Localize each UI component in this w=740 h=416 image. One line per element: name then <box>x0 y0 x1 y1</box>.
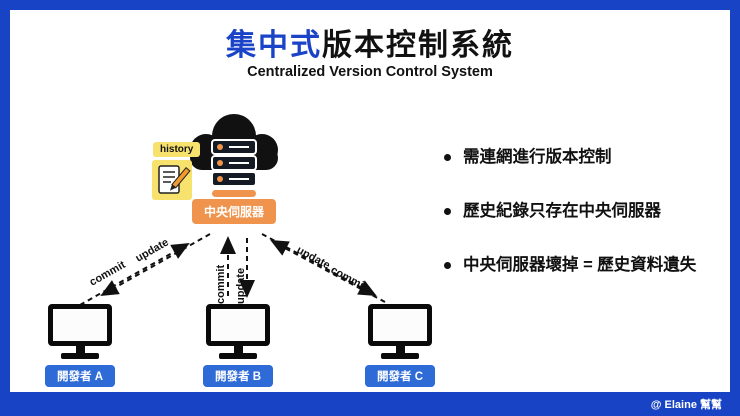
monitor-stand <box>75 346 85 353</box>
page-subtitle: Centralized Version Control System <box>247 64 493 80</box>
bullet-list: 需連網進行版本控制 歷史紀錄只存在中央伺服器 中央伺服器壞掉 = 歷史資料遺失 <box>444 146 724 308</box>
monitor-icon <box>368 304 432 346</box>
developer-b: 開發者 B <box>193 304 283 387</box>
bullet-item: 歷史紀錄只存在中央伺服器 <box>444 200 724 222</box>
developer-badge: 開發者 A <box>45 365 115 387</box>
developer-badge: 開發者 C <box>365 365 435 387</box>
monitor-stand <box>395 346 405 353</box>
title-rest: 版本控制系統 <box>322 29 514 62</box>
monitor-base <box>219 353 257 359</box>
history-note-icon <box>152 160 192 200</box>
bullet-item: 需連網進行版本控制 <box>444 146 724 168</box>
bullet-dot-icon <box>444 208 451 215</box>
monitor-icon <box>48 304 112 346</box>
server-badge: 中央伺服器 <box>191 199 277 224</box>
cloud-server-icon <box>190 114 278 197</box>
credit-text: @ Elaine 幫幫 <box>650 399 722 411</box>
bullet-text: 中央伺服器壞掉 = 歷史資料遺失 <box>463 256 697 274</box>
bullet-item: 中央伺服器壞掉 = 歷史資料遺失 <box>444 254 724 276</box>
bullet-text: 歷史紀錄只存在中央伺服器 <box>463 202 661 220</box>
page-title: 集中式版本控制系統 <box>0 20 740 64</box>
developer-badge: 開發者 B <box>203 365 273 387</box>
bullet-dot-icon <box>444 262 451 269</box>
developer-a: 開發者 A <box>35 304 125 387</box>
title-highlight: 集中式 <box>226 29 322 62</box>
bullet-text: 需連網進行版本控制 <box>463 148 612 166</box>
bullet-dot-icon <box>444 154 451 161</box>
monitor-stand <box>233 346 243 353</box>
monitor-base <box>381 353 419 359</box>
monitor-icon <box>206 304 270 346</box>
memo-pencil-icon <box>158 165 191 194</box>
monitor-base <box>61 353 99 359</box>
history-tag: history <box>153 142 201 157</box>
developer-c: 開發者 C <box>355 304 445 387</box>
